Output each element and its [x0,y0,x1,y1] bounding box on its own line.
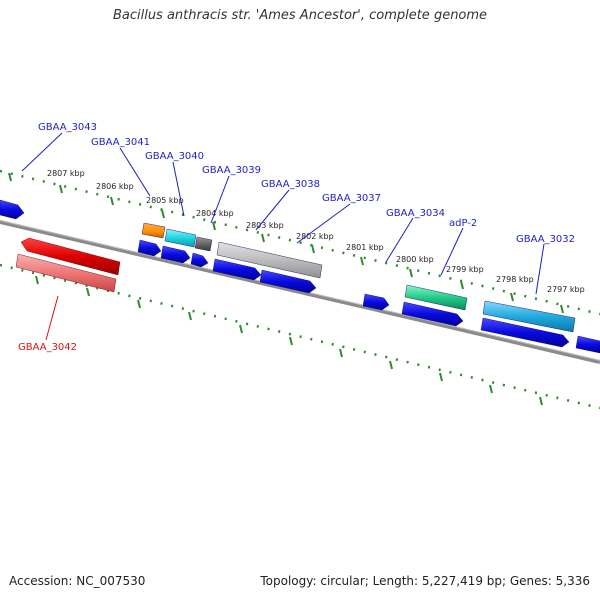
gene-labels: GBAA_3043 GBAA_3041 GBAA_3040 GBAA_3039 … [18,122,575,353]
genome-summary-text: Topology: circular; Length: 5,227,419 bp… [260,574,590,588]
reverse-strand-features [15,237,121,293]
cds-feature[interactable] [212,258,262,281]
gbaa-3041-feature[interactable] [141,222,166,239]
outer-major-ticks [8,172,564,314]
label-leaders [21,132,545,341]
gbaa-3042-feature[interactable] [15,253,117,293]
kbp-label: 2799 kbp [446,265,484,274]
gbaa-3034-feature[interactable] [404,284,468,311]
cds-feature[interactable] [160,245,191,264]
kbp-label: 2806 kbp [96,182,134,191]
gene-label-gbaa-3043[interactable]: GBAA_3043 [38,122,97,133]
cds-feature[interactable] [480,317,570,348]
inner-major-ticks [35,275,543,406]
gene-label-gbaa-3039[interactable]: GBAA_3039 [202,165,261,176]
kbp-label: 2803 kbp [246,221,284,230]
inner-tick-ring [0,263,600,410]
kbp-label: 2798 kbp [496,275,534,284]
kbp-label: 2800 kbp [396,255,434,264]
kbp-label: 2801 kbp [346,243,384,252]
gene-label-adp-2[interactable]: adP-2 [449,218,477,229]
cds-feature[interactable] [401,301,464,327]
gene-label-gbaa-3042[interactable]: GBAA_3042 [18,342,77,353]
accession-text: Accession: NC_007530 [9,574,146,588]
gene-label-gbaa-3041[interactable]: GBAA_3041 [91,137,150,148]
kbp-label: 2805 kbp [146,196,184,205]
gbaa-3042-feature[interactable] [20,237,121,276]
cds-feature[interactable] [362,293,390,311]
gbaa-3038-feature[interactable] [216,241,323,279]
gene-label-gbaa-3034[interactable]: GBAA_3034 [386,208,445,219]
kbp-label: 2797 kbp [547,285,585,294]
forward-strand-features [0,199,600,354]
outer-tick-ring [0,169,600,316]
cds-feature[interactable] [0,199,25,220]
gene-label-gbaa-3032[interactable]: GBAA_3032 [516,234,575,245]
gene-label-gbaa-3040[interactable]: GBAA_3040 [145,151,204,162]
gbaa-3040-feature[interactable] [164,228,197,248]
cds-feature[interactable] [259,269,317,294]
cds-feature[interactable] [575,335,600,354]
gbaa-3032-feature[interactable] [482,300,576,333]
genome-backbone [0,220,600,364]
cds-feature[interactable] [190,252,209,268]
gbaa-3039-feature[interactable] [194,236,213,252]
map-title: Bacillus anthracis str. 'Ames Ancestor',… [112,8,488,23]
kbp-label: 2807 kbp [47,169,85,178]
kbp-label: 2802 kbp [296,232,334,241]
gene-label-gbaa-3038[interactable]: GBAA_3038 [261,179,320,190]
gene-label-gbaa-3037[interactable]: GBAA_3037 [322,193,381,204]
cds-feature[interactable] [137,239,162,257]
